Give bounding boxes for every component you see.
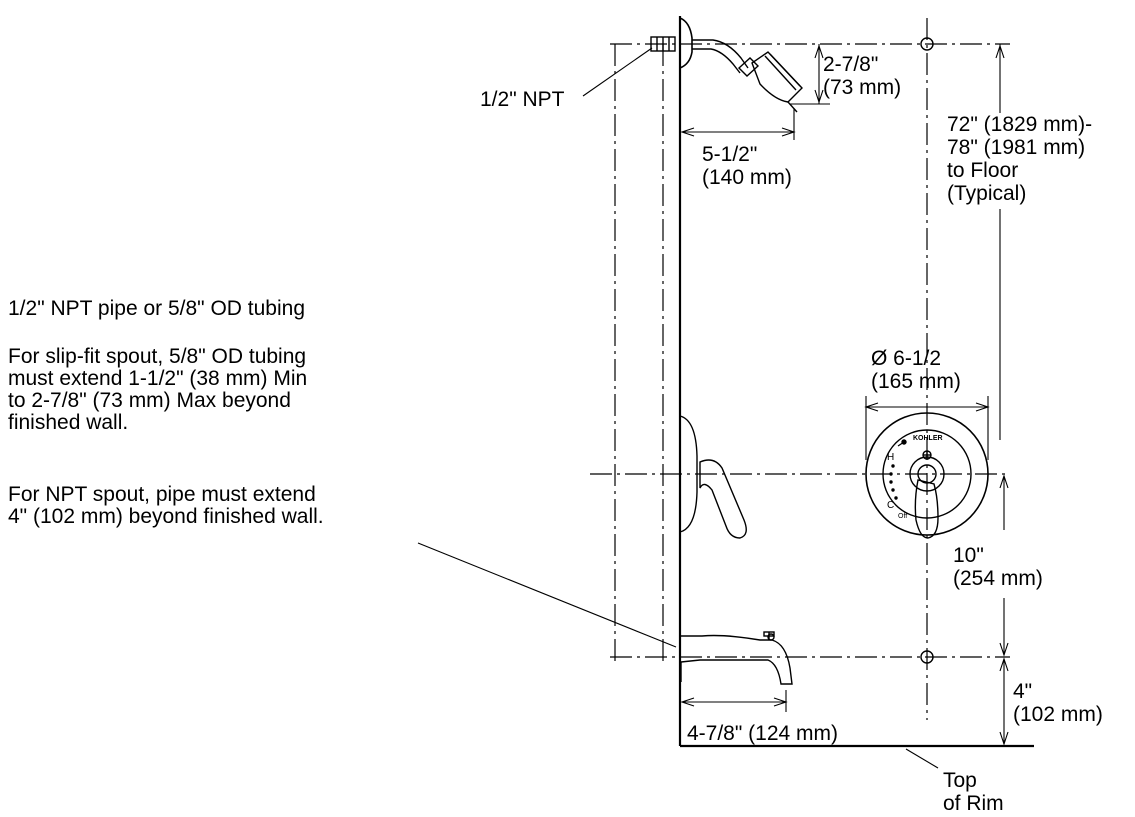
dimension-value: (73 mm) [823, 76, 902, 99]
supply-pipe-note: 1/2" NPT pipe or 5/8" OD tubing [8, 297, 306, 320]
showerhead-reach-label: 5-1/2" (140 mm) [702, 143, 792, 189]
valve-trim-side [679, 415, 747, 539]
top-of-rim-label: Top of Rim [943, 769, 1004, 815]
spout-rough-in-mark [920, 650, 934, 664]
dimension-value: (165 mm) [871, 370, 961, 393]
showerhead-height-label: 72" (1829 mm)- 78" (1981 mm) to Floor (T… [947, 113, 1092, 205]
off-mark: Off [898, 513, 907, 520]
dimension-lines [680, 44, 1009, 746]
showerhead-drop-label: 2-7/8" (73 mm) [823, 53, 901, 99]
dimension-value: 5-1/2" [702, 143, 758, 166]
rim-label-line: of Rim [943, 792, 1004, 815]
shower-rough-in-mark [920, 37, 934, 51]
dimension-value: 78" (1981 mm) [947, 136, 1086, 159]
slip-fit-line: must extend 1-1/2" (38 mm) Min [8, 367, 308, 390]
centerlines [590, 18, 1010, 720]
dimension-value: (254 mm) [953, 567, 1043, 590]
slip-fit-line: to 2-7/8" (73 mm) Max beyond [8, 389, 291, 412]
escutcheon-front [865, 412, 989, 539]
hot-mark: H [887, 452, 894, 463]
spout-reach-label: 4-7/8" (124 mm) [687, 722, 838, 745]
rim-label-line: Top [943, 769, 977, 792]
spout-to-rim-label: 4" (102 mm) [1013, 680, 1103, 726]
tub-spout-side [680, 631, 793, 685]
slip-fit-line: For slip-fit spout, 5/8" OD tubing [8, 345, 307, 368]
leader-lines [417, 47, 939, 769]
dimension-value: (140 mm) [702, 166, 792, 189]
escutcheon-diameter-label: Ø 6-1/2 (165 mm) [871, 347, 961, 393]
dimension-value: (Typical) [947, 182, 1027, 205]
dimension-value: 4" [1013, 680, 1033, 703]
brand-mark: KOHLER [913, 435, 943, 442]
dimension-value: Ø 6-1/2 [871, 347, 942, 370]
slip-fit-note: For slip-fit spout, 5/8" OD tubing must … [8, 346, 307, 434]
shower-inlet-label: 1/2" NPT [480, 88, 565, 111]
dimension-value: (102 mm) [1013, 703, 1103, 726]
dimension-value: to Floor [947, 159, 1019, 182]
cold-mark: C [887, 500, 894, 511]
handle-markings: KOHLER H C Off [887, 435, 943, 520]
dimension-value: 2-7/8" [823, 53, 879, 76]
temperature-scale-dots [889, 464, 898, 500]
npt-spout-line: 4" (102 mm) beyond finished wall. [8, 505, 324, 528]
dimension-value: 72" (1829 mm)- [947, 113, 1093, 136]
npt-spout-note: For NPT spout, pipe must extend 4" (102 … [8, 484, 324, 528]
npt-spout-line: For NPT spout, pipe must extend [8, 483, 316, 506]
valve-to-spout-label: 10" (254 mm) [953, 544, 1043, 590]
dimension-value: 10" [953, 544, 984, 567]
slip-fit-line: finished wall. [8, 411, 129, 434]
showerhead [650, 17, 803, 113]
